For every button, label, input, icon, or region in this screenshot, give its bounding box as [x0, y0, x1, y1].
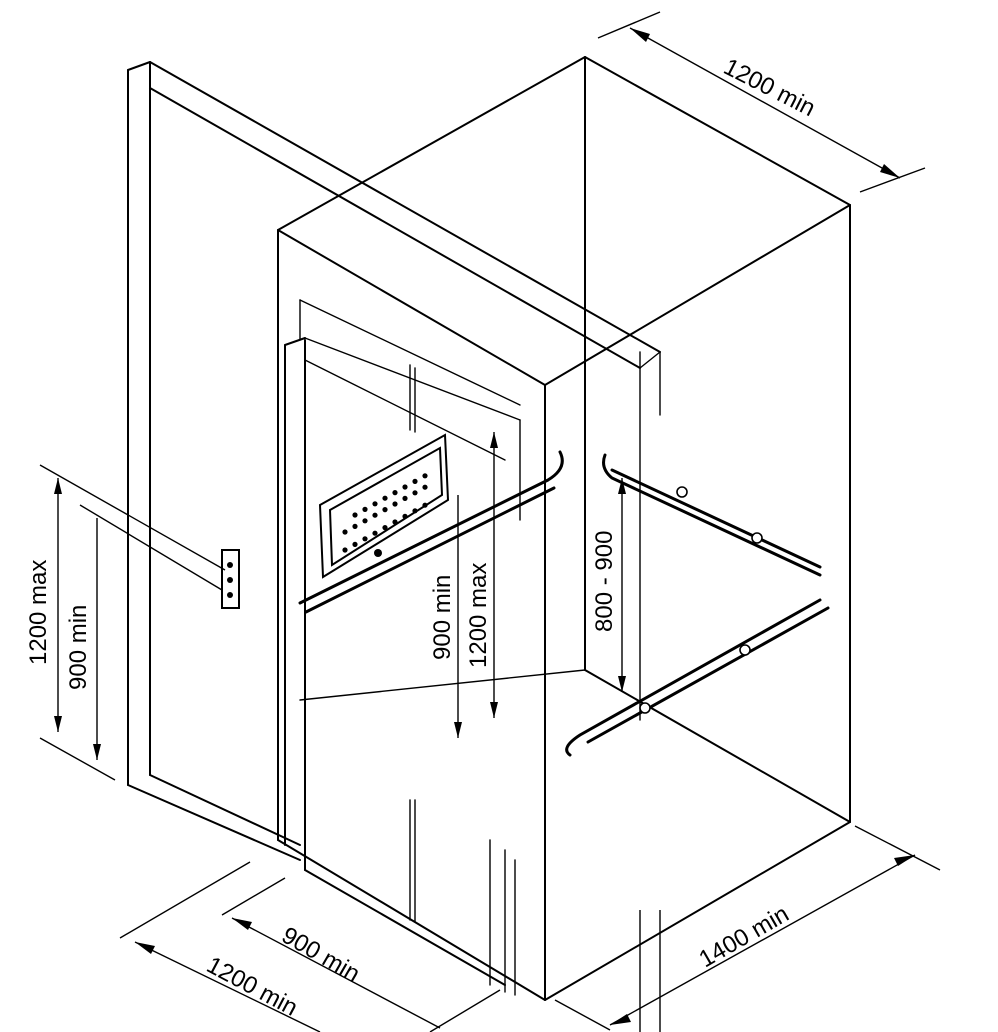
panel-button — [382, 507, 388, 513]
panel-buttons — [342, 473, 428, 557]
label-shaft-width: 1200 min — [719, 53, 819, 122]
label-door-width: 900 min — [277, 922, 364, 988]
label-rail-height: 800 - 900 — [591, 531, 618, 632]
alarm-button — [374, 549, 382, 557]
panel-button — [372, 530, 378, 536]
panel-button — [402, 495, 408, 501]
landing-call-button — [221, 549, 240, 609]
panel-button — [402, 513, 408, 520]
panel-button — [372, 512, 378, 518]
panel-button — [402, 484, 408, 490]
panel-button — [362, 536, 368, 542]
panel-button — [422, 484, 428, 490]
panel-button — [392, 519, 398, 525]
lift-door — [284, 299, 521, 996]
panel-button — [342, 547, 348, 553]
panel-button — [362, 506, 368, 512]
label-landing-panel-max: 1200 max — [25, 560, 52, 665]
label-landing-panel-min: 900 min — [65, 605, 92, 690]
panel-button — [392, 490, 398, 496]
label-car-depth: 1400 min — [695, 900, 794, 973]
panel-button — [352, 512, 358, 518]
landing-wall — [127, 61, 661, 861]
panel-button — [342, 529, 348, 535]
panel-button — [372, 501, 378, 507]
panel-button — [392, 501, 398, 507]
panel-button — [382, 495, 388, 501]
label-landing-depth: 1200 min — [202, 951, 302, 1021]
panel-button — [362, 518, 368, 524]
panel-button — [412, 490, 418, 496]
panel-button — [352, 541, 358, 548]
panel-button — [422, 502, 428, 508]
panel-button — [412, 478, 418, 484]
label-car-panel-max: 1200 max — [465, 563, 492, 668]
dimension-lines — [39, 11, 941, 1032]
dimension-labels: 1200 min 1400 min 900 min 1200 min 800 -… — [25, 53, 820, 1021]
panel-button — [382, 525, 388, 531]
handrails — [298, 450, 830, 757]
panel-button — [352, 523, 358, 530]
label-car-panel-min: 900 min — [429, 575, 456, 660]
panel-button — [422, 473, 428, 479]
car-control-panel — [318, 433, 450, 579]
panel-button — [412, 508, 418, 514]
lift-car-box — [277, 56, 851, 1001]
